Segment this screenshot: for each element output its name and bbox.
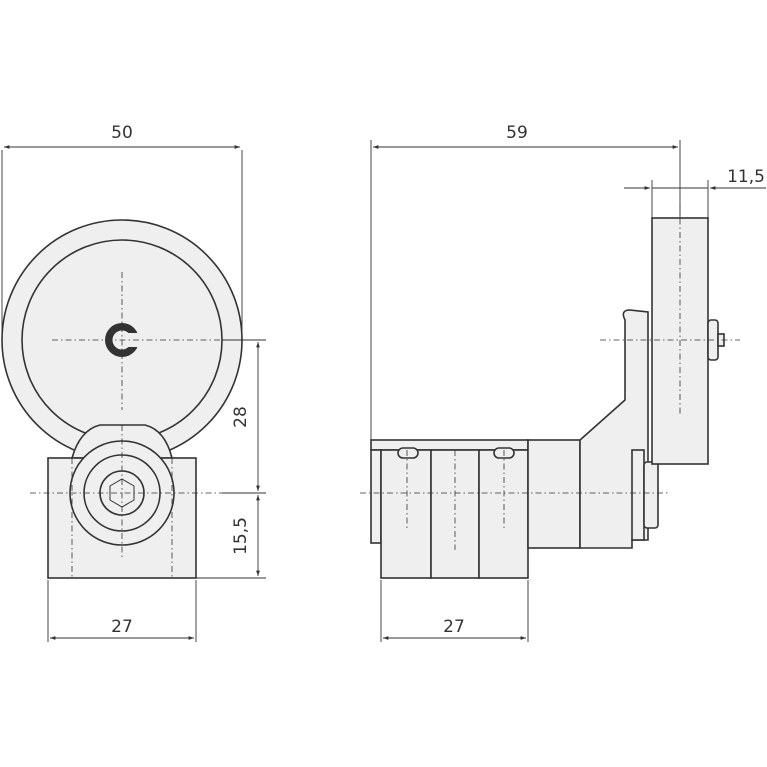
dim-label-front-base-width: 27: [111, 617, 133, 637]
dim-label-mount-height: 15,5: [231, 517, 251, 555]
dim-side-base-width: 27: [380, 580, 529, 642]
dim-front-width: 50: [1, 123, 243, 340]
dim-front-base-width: 27: [47, 580, 197, 642]
dim-label-front-width: 50: [111, 123, 133, 143]
side-nut: [631, 449, 645, 541]
front-view: [1, 219, 243, 579]
side-block-3: [478, 449, 529, 579]
dim-label-lever-thickness: 11,5: [727, 167, 765, 187]
dim-lever-thickness: 11,5: [624, 167, 766, 218]
dim-label-side-base-width: 27: [443, 617, 465, 637]
side-clamp: [527, 439, 581, 549]
dim-label-side-width: 59: [506, 123, 528, 143]
side-left-flange: [370, 449, 382, 544]
side-block-1: [380, 449, 432, 579]
dim-label-axis-height: 28: [231, 406, 251, 428]
dim-front-heights: 28 15,5: [196, 339, 266, 579]
side-view: [360, 205, 740, 579]
dim-side-width: 59: [370, 123, 681, 440]
